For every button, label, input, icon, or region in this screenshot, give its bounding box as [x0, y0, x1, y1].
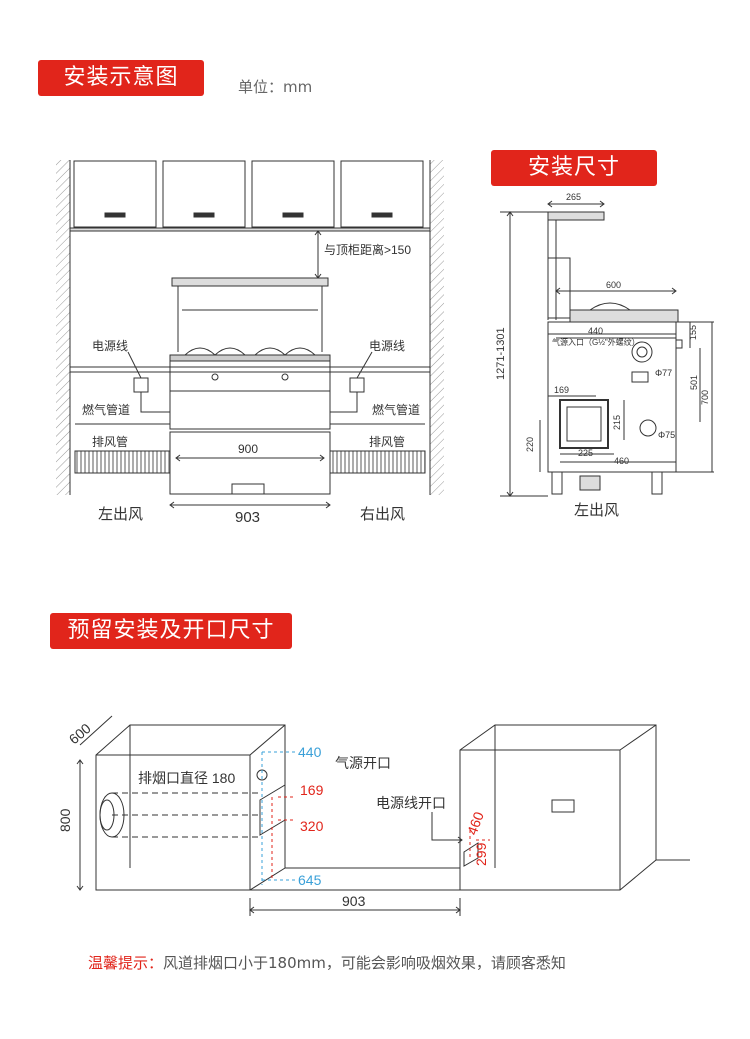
- side-dim-225: 225: [578, 448, 593, 458]
- reserve-dim-169: 169: [300, 782, 324, 798]
- side-dim-440: 440: [588, 326, 603, 336]
- reserve-dim-460: 460: [464, 809, 487, 837]
- reserve-dim-800: 800: [57, 808, 73, 832]
- reserve-dim-600: 600: [66, 720, 94, 747]
- power-opening-label: 电源线开口: [376, 795, 446, 811]
- side-dim-215: 215: [612, 415, 622, 430]
- tip-text: 温馨提示：风道排烟口小于180mm，可能会影响吸烟效果，请顾客悉知: [88, 952, 566, 973]
- install-diagram-title: 安装示意图: [38, 60, 204, 96]
- width-903-label: 903: [235, 509, 260, 526]
- gas-inlet-label: 气源入口（G½"外螺纹）: [552, 337, 640, 347]
- power-right-label: 电源线: [369, 339, 405, 353]
- width-900-label: 900: [238, 442, 258, 456]
- right-outlet-label: 右出风: [360, 506, 405, 523]
- reserve-dim-903: 903: [342, 893, 366, 909]
- tip-body: 风道排烟口小于180mm，可能会影响吸烟效果，请顾客悉知: [163, 954, 566, 972]
- reserve-dim-299: 299: [473, 842, 489, 866]
- side-dim-169: 169: [554, 385, 569, 395]
- unit-label: 单位：mm: [238, 78, 313, 96]
- left-outlet-label: 左出风: [98, 506, 143, 523]
- power-left-label: 电源线: [92, 339, 128, 353]
- reserve-dim-320: 320: [300, 818, 324, 834]
- gas-left-label: 燃气管道: [82, 402, 130, 417]
- gas-opening-label: 气源开口: [335, 755, 391, 771]
- reserve-opening-title: 预留安装及开口尺寸: [50, 613, 292, 649]
- height-range-label: 1271-1301: [495, 327, 507, 380]
- side-dim-460: 460: [614, 456, 629, 466]
- side-dim-220: 220: [525, 437, 535, 452]
- exhaust-right-label: 排风管: [369, 434, 405, 449]
- phi75-label: Φ75: [658, 430, 675, 440]
- gas-right-label: 燃气管道: [372, 402, 420, 417]
- side-outlet-label: 左出风: [574, 502, 619, 519]
- reserve-dim-440: 440: [298, 744, 322, 760]
- side-dim-600: 600: [606, 280, 621, 290]
- exhaust-left-label: 排风管: [92, 434, 128, 449]
- side-dim-265: 265: [566, 192, 581, 202]
- clearance-label: 与顶柜距离>150: [324, 242, 411, 257]
- side-dim-155: 155: [688, 325, 698, 340]
- reserve-dim-645: 645: [298, 872, 322, 888]
- tip-label: 温馨提示：: [88, 954, 164, 972]
- side-dim-501: 501: [689, 375, 699, 390]
- install-size-title: 安装尺寸: [491, 150, 657, 186]
- phi77-label: Φ77: [655, 368, 672, 378]
- exhaust-diameter-label: 排烟口直径 180: [138, 770, 235, 786]
- side-dim-700: 700: [700, 390, 710, 405]
